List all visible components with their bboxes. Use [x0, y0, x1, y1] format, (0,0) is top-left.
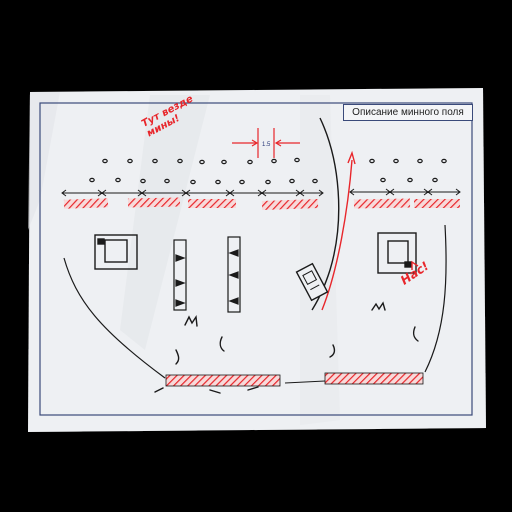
dimension-label: 1.5	[262, 142, 271, 148]
minefield-description-title: Описание минного поля	[343, 104, 473, 121]
